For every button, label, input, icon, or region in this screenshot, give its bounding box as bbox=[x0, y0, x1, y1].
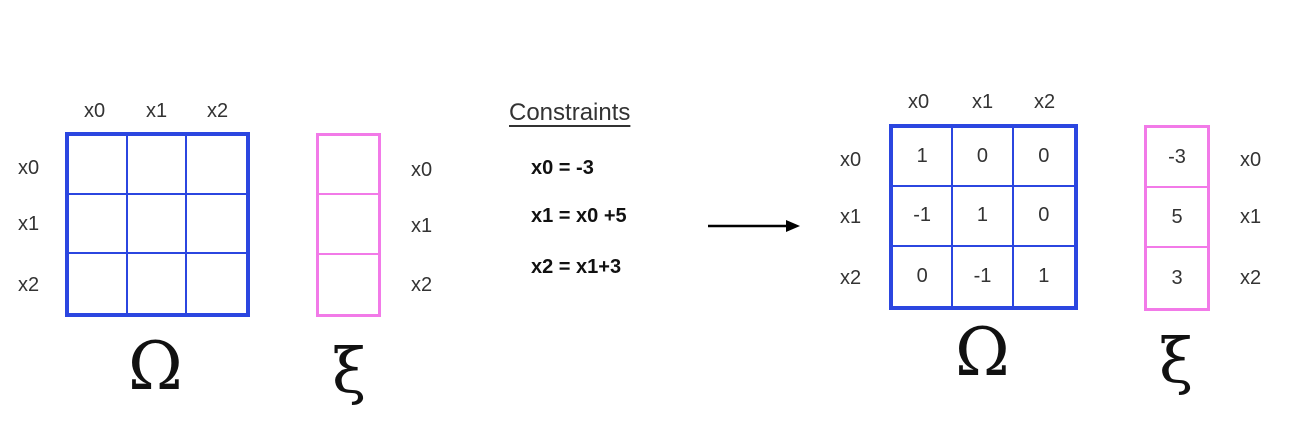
matrix-cell bbox=[69, 254, 128, 313]
right-xi-label-x0: x0 bbox=[1240, 149, 1262, 171]
vector-cell: 3 bbox=[1171, 266, 1183, 289]
matrix-cell bbox=[128, 254, 187, 313]
constraint-equation-2: x1 = x0 +5 bbox=[531, 205, 627, 227]
matrix-cell: 0 bbox=[1013, 128, 1074, 188]
matrix-cell: 0 bbox=[953, 128, 1014, 188]
vector-cell: -3 bbox=[1147, 128, 1207, 188]
matrix-cell bbox=[187, 195, 246, 254]
matrix-cell bbox=[187, 254, 246, 313]
left-row-label-x0: x0 bbox=[18, 157, 40, 179]
right-col-label-x0: x0 bbox=[908, 91, 930, 113]
matrix-cell bbox=[187, 136, 246, 195]
right-col-label-x2: x2 bbox=[1034, 91, 1056, 113]
vector-cell: 5 bbox=[1147, 188, 1207, 248]
right-row-label-x1: x1 bbox=[840, 206, 862, 228]
left-omega-symbol: Ω bbox=[128, 328, 183, 405]
matrix-cell: 1 bbox=[953, 187, 1014, 247]
constraints-title: Constraints bbox=[509, 99, 631, 126]
matrix-cell: -1 bbox=[953, 246, 1014, 306]
right-row-label-x2: x2 bbox=[840, 267, 862, 289]
vector-cell bbox=[319, 136, 378, 196]
right-col-label-x1: x1 bbox=[972, 91, 994, 113]
left-omega-matrix bbox=[65, 132, 250, 317]
left-xi-label-x2: x2 bbox=[411, 274, 433, 296]
left-col-label-x0: x0 bbox=[84, 100, 106, 122]
matrix-cell: 1 bbox=[1038, 264, 1050, 287]
left-xi-label-x0: x0 bbox=[411, 159, 433, 181]
matrix-cell bbox=[69, 136, 128, 195]
right-xi-vector: -3 5 3 bbox=[1144, 125, 1210, 311]
right-omega-matrix: 1 0 0 -1 1 0 0 -1 1 bbox=[889, 124, 1078, 310]
right-xi-symbol: ξ bbox=[1159, 324, 1194, 397]
matrix-cell bbox=[128, 136, 187, 195]
matrix-cell: -1 bbox=[893, 187, 954, 247]
left-col-label-x1: x1 bbox=[146, 100, 168, 122]
constraint-equation-3: x2 = x1+3 bbox=[531, 256, 622, 278]
right-xi-label-x1: x1 bbox=[1240, 206, 1262, 228]
matrix-cell bbox=[69, 195, 128, 254]
left-xi-label-x1: x1 bbox=[411, 215, 433, 237]
right-xi-label-x2: x2 bbox=[1240, 267, 1262, 289]
left-row-label-x2: x2 bbox=[18, 274, 40, 296]
matrix-cell: 0 bbox=[893, 246, 954, 306]
left-xi-vector bbox=[316, 133, 381, 317]
right-row-label-x0: x0 bbox=[840, 149, 862, 171]
vector-cell bbox=[319, 255, 378, 314]
matrix-cell bbox=[128, 195, 187, 254]
vector-cell bbox=[319, 195, 378, 255]
matrix-cell: 0 bbox=[1013, 187, 1074, 247]
constraint-equation-1: x0 = -3 bbox=[531, 157, 594, 179]
right-arrow-icon bbox=[708, 220, 800, 232]
right-omega-symbol: Ω bbox=[955, 314, 1010, 391]
left-col-label-x2: x2 bbox=[207, 100, 229, 122]
left-row-label-x1: x1 bbox=[18, 213, 40, 235]
left-xi-symbol: ξ bbox=[332, 334, 367, 407]
matrix-cell: 1 bbox=[893, 128, 954, 188]
